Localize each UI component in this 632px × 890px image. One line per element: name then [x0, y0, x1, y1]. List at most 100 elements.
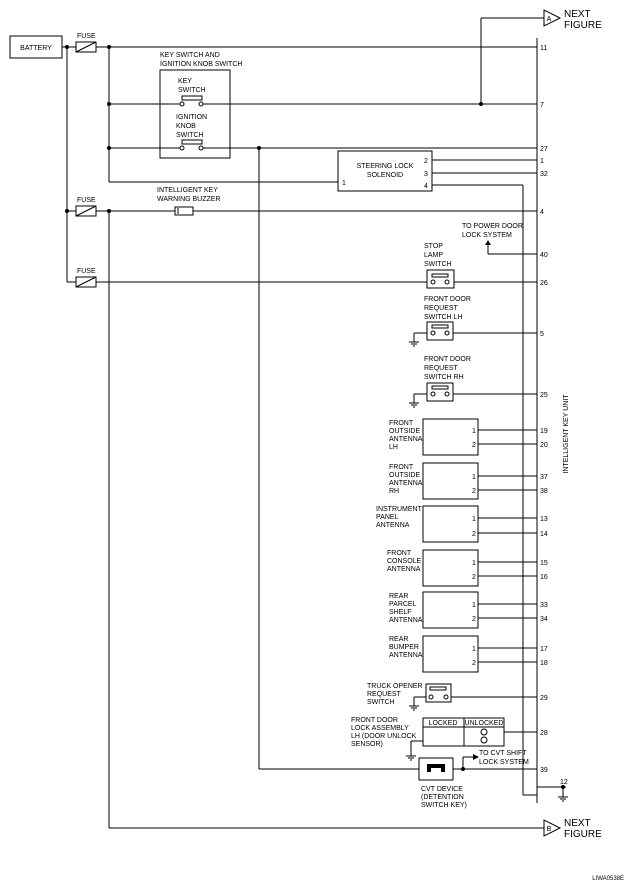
antenna-pin: 2 [472, 442, 476, 449]
antenna-label: FRONT [387, 550, 412, 557]
terminal-39: 39 [540, 767, 548, 774]
antenna-label: CONSOLE [387, 558, 422, 565]
antenna-label: ANTENNA [389, 436, 423, 443]
connector-a-label: A [547, 16, 552, 23]
next-figure-b: B NEXT FIGURE [543, 818, 602, 840]
terminal-33: 33 [540, 602, 548, 609]
door-lock-label-1: FRONT DOOR [351, 717, 398, 724]
ground-icon [558, 796, 568, 802]
terminal-7: 7 [540, 102, 544, 109]
antenna-label: ANTENNA [376, 522, 410, 529]
front-door-lh-label-3: SWITCH LH [424, 314, 463, 321]
antenna-pin: 2 [472, 531, 476, 538]
cvt-shift-arrow-icon [473, 754, 479, 760]
front-door-rh-label-3: SWITCH RH [424, 374, 464, 381]
door-lock-label-3: LH (DOOR UNLOCK [351, 733, 417, 740]
antenna-label: RH [389, 488, 399, 495]
steering-lock-label-1: STEERING LOCK [357, 163, 414, 170]
antenna-front-outside-lh: FRONT OUTSIDE ANTENNA LH 1 2 [389, 418, 479, 456]
terminal-37: 37 [540, 474, 548, 481]
key-switch-label-2: SWITCH [178, 87, 206, 94]
ground-icon [409, 705, 419, 711]
battery-label: BATTERY [20, 45, 52, 52]
fuse-label-1: FUSE [77, 33, 96, 40]
next-figure-a: A NEXT FIGURE [543, 9, 602, 31]
terminal-4: 4 [540, 209, 544, 216]
terminal-14: 14 [540, 531, 548, 538]
cvt-shift-label-2: LOCK SYSTEM [479, 759, 529, 766]
buzzer-label-1: INTELLIGENT KEY [157, 187, 218, 194]
steering-pin-2: 2 [424, 158, 428, 165]
door-lock-assembly: FRONT DOOR LOCK ASSEMBLY LH (DOOR UNLOCK… [351, 717, 505, 761]
steering-lock-solenoid: STEERING LOCK SOLENOID 1 2 3 4 [337, 150, 433, 192]
buzzer-label-2: WARNING BUZZER [157, 196, 221, 203]
cvt-shift-label-1: TO CVT SHIFT [479, 750, 527, 757]
antenna-label: BUMPER [389, 644, 419, 651]
antenna-pin: 1 [472, 428, 476, 435]
antenna-label: ANTENNA [389, 617, 423, 624]
power-door-label-1: TO POWER DOOR [462, 223, 523, 230]
fuse-2: FUSE [75, 197, 97, 217]
antenna-label: LH [389, 444, 398, 451]
antenna-label: ANTENNA [387, 566, 421, 573]
key-switch-assembly: KEY SWITCH AND IGNITION KNOB SWITCH KEY … [159, 52, 242, 159]
terminal-16: 16 [540, 574, 548, 581]
steering-pin-1: 1 [342, 180, 346, 187]
door-lock-label-2: LOCK ASSEMBLY [351, 725, 409, 732]
stop-lamp-label-2: LAMP [424, 252, 443, 259]
ignition-knob-label-3: SWITCH [176, 132, 204, 139]
front-door-switch-rh: FRONT DOOR REQUEST SWITCH RH [409, 356, 471, 408]
fuse-3: FUSE [75, 268, 97, 288]
antenna-pin: 1 [472, 646, 476, 653]
door-lock-label-4: SENSOR) [351, 741, 383, 748]
front-door-switch-lh: FRONT DOOR REQUEST SWITCH LH [409, 296, 471, 347]
terminal-34: 34 [540, 616, 548, 623]
antenna-label: PARCEL [389, 601, 417, 608]
steering-pin-4: 4 [424, 183, 428, 190]
antenna-pin: 2 [472, 660, 476, 667]
antenna-pin: 2 [472, 574, 476, 581]
antenna-label: FRONT [389, 464, 414, 471]
terminal-19: 19 [540, 428, 548, 435]
unlocked-label: UNLOCKED [465, 720, 504, 727]
front-door-rh-label-2: REQUEST [424, 365, 459, 372]
antenna-rear-bumper: REAR BUMPER ANTENNA 1 2 [389, 635, 479, 673]
antenna-pin: 1 [472, 474, 476, 481]
connector-b-triangle-icon [543, 819, 562, 837]
trunk-opener-label-1: TRUCK OPENER [367, 683, 423, 690]
terminal-1: 1 [540, 158, 544, 165]
antenna-pin: 1 [472, 560, 476, 567]
fuse-label-3: FUSE [77, 268, 96, 275]
ignition-knob-label-1: IGNITION [176, 114, 207, 121]
antenna-front-console: FRONT CONSOLE ANTENNA 1 2 [387, 549, 479, 587]
power-door-arrow-icon [485, 240, 491, 245]
stop-lamp-switch: STOP LAMP SWITCH [424, 243, 455, 289]
warning-buzzer: INTELLIGENT KEY WARNING BUZZER [157, 187, 221, 216]
stop-lamp-label-1: STOP [424, 243, 443, 250]
antenna-label: OUTSIDE [389, 428, 420, 435]
antenna-pin: 1 [472, 602, 476, 609]
front-door-rh-label-1: FRONT DOOR [424, 356, 471, 363]
front-door-lh-label-2: REQUEST [424, 305, 459, 312]
terminal-26: 26 [540, 280, 548, 287]
terminal-32: 32 [540, 171, 548, 178]
antenna-rear-parcel-shelf: REAR PARCEL SHELF ANTENNA 1 2 [389, 591, 479, 629]
locked-label: LOCKED [429, 720, 458, 727]
terminal-40: 40 [540, 252, 548, 259]
cvt-device: CVT DEVICE (DETENTION SWITCH KEY) [418, 757, 467, 809]
antenna-label: FRONT [389, 420, 414, 427]
fuse-1: FUSE [75, 33, 97, 53]
key-switch-label-1: KEY [178, 78, 192, 85]
terminal-11: 11 [540, 45, 547, 52]
steering-pin-3: 3 [424, 171, 428, 178]
antenna-label: PANEL [376, 514, 399, 521]
ignition-knob-label-2: KNOB [176, 123, 196, 130]
next-figure-a-label-2: FIGURE [564, 20, 602, 31]
unit-label: INTELLIGENT KEY UNIT [563, 394, 570, 474]
next-figure-b-label-2: FIGURE [564, 829, 602, 840]
antenna-label: SHELF [389, 609, 412, 616]
ground-icon [406, 755, 416, 761]
cvt-device-label-2: (DETENTION [421, 794, 464, 801]
antenna-front-outside-rh: FRONT OUTSIDE ANTENNA RH 1 2 [389, 462, 479, 500]
wires [62, 17, 566, 829]
